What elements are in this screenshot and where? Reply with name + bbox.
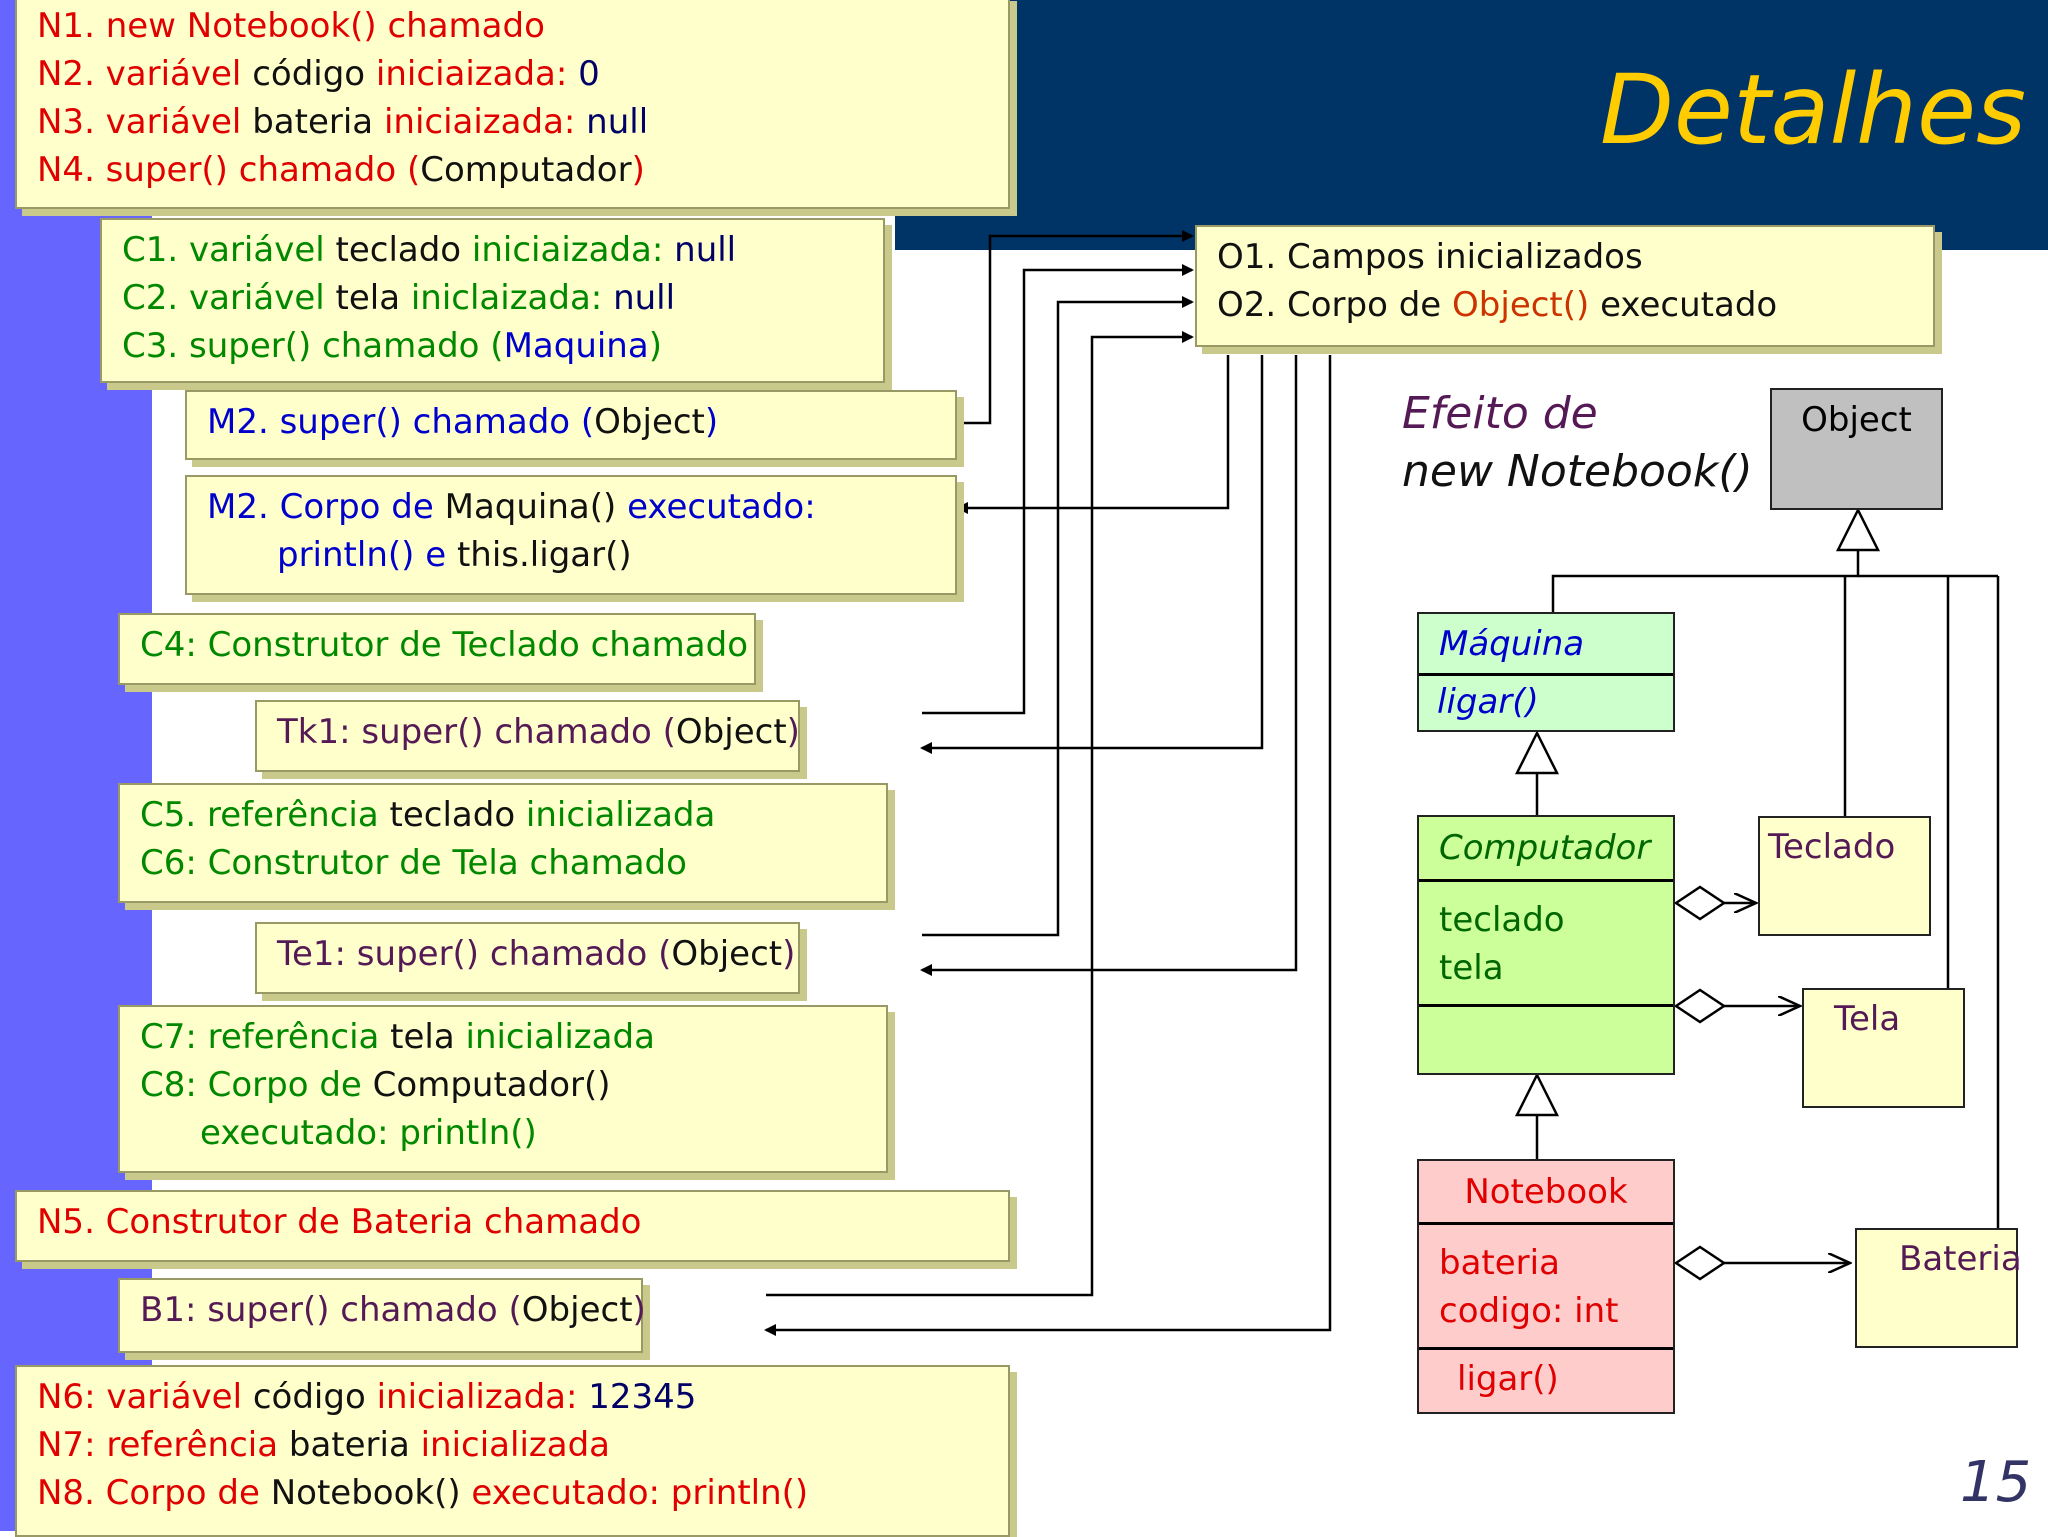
uml-class-bateria-name: Bateria [1899,1239,2022,1279]
uml-class-object-name: Object [1801,400,1912,440]
step-box-m2-super: M2. super() chamado (Object) [185,390,957,460]
step-box-n5: N5. Construtor de Bateria chamado [15,1190,1010,1262]
step-box-b1: B1: super() chamado (Object) [118,1278,646,1353]
return-to-te1 [920,355,1298,976]
step-box-o1-o2: O1. Campos inicializados O2. Corpo de Ob… [1195,225,1935,347]
uml-class-computador-attrs: teclado tela [1419,882,1673,1007]
uml-class-teclado: Teclado [1758,816,1931,936]
uml-class-object: Object [1770,388,1943,510]
return-to-m2b [956,355,1230,514]
title-band [895,0,2048,250]
page-title: Detalhes [1600,54,2027,166]
uml-class-notebook-methods: ligar() [1457,1359,1559,1399]
connector-m2-to-o [958,230,1194,425]
connector-te1-to-o [922,296,1194,937]
inherit-triangle-computador [1514,1072,1560,1117]
step-box-m2-body: M2. Corpo de Maquina() executado: printl… [185,475,957,595]
inherit-triangle-maquina [1514,730,1560,775]
uml-class-notebook: Notebook bateria codigo: int ligar() [1417,1159,1675,1414]
uml-class-maquina-methods: ligar() [1437,682,1539,722]
effect-label: Efeito de new Notebook() [1402,388,1753,497]
inherit-maquina-object [1551,545,1860,612]
aggregation-diamond-teclado [1673,885,1727,921]
uml-class-tela: Tela [1802,988,1965,1108]
step-box-n1-n4: N1. new Notebook() chamado N2. variável … [15,0,1010,209]
step-box-te1: Te1: super() chamado (Object) [255,922,800,994]
inherit-triangle-object [1835,507,1881,552]
uml-class-tela-name: Tela [1834,999,1901,1039]
uml-class-teclado-name: Teclado [1768,827,1896,867]
uml-class-computador-methods [1419,1007,1673,1071]
uml-class-maquina-name: Máquina [1419,614,1673,676]
step-box-c1-c3: C1. variável teclado iniciaizada: null C… [100,218,885,383]
connector-tk1-to-o [922,264,1194,715]
uml-class-bateria: Bateria [1855,1228,2022,1348]
uml-class-computador-name: Computador [1419,817,1673,882]
step-box-c4: C4: Construtor de Teclado chamado [118,613,756,685]
uml-class-notebook-attrs: bateria codigo: int [1419,1225,1673,1350]
aggregation-diamond-tela [1673,988,1727,1024]
return-to-tk1 [920,355,1264,754]
page-number: 15 [1960,1450,2032,1515]
step-box-c7-c8: C7: referência tela inicializada C8: Cor… [118,1005,888,1173]
uml-class-maquina: Máquina ligar() [1417,612,1675,732]
uml-attr-codigo: codigo: int [1439,1291,1619,1331]
uml-class-computador: Computador teclado tela [1417,815,1675,1075]
uml-attr-teclado: teclado [1439,900,1565,940]
uml-class-notebook-name: Notebook [1419,1161,1673,1225]
step-box-c5-c6: C5. referência teclado inicializada C6: … [118,783,888,903]
step-box-n6-n8: N6: variável código inicializada: 12345 … [15,1365,1010,1537]
step-box-tk1: Tk1: super() chamado (Object) [255,700,800,772]
uml-attr-tela: tela [1439,948,1504,988]
uml-attr-bateria: bateria [1439,1243,1560,1283]
aggregation-diamond-bateria [1673,1245,1727,1281]
